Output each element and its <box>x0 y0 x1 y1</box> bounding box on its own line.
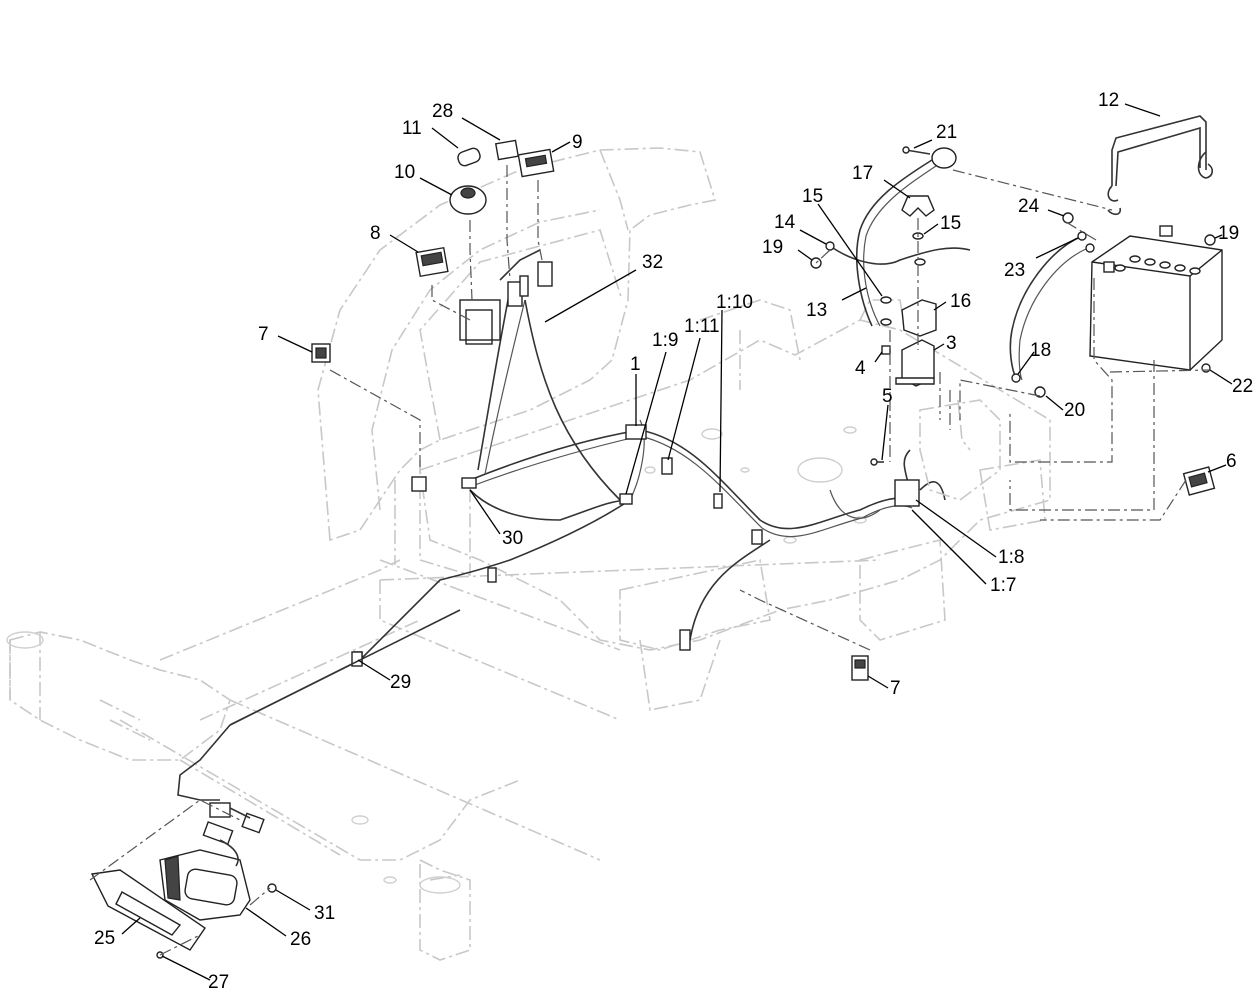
callout-5: 5 <box>882 386 893 407</box>
solenoid-area <box>810 146 1001 501</box>
leader-lines <box>121 103 1233 981</box>
callout-29: 29 <box>390 672 411 693</box>
callout-1-11: 1:11 <box>684 316 720 337</box>
callout-19-right: 19 <box>1218 223 1239 244</box>
callout-24: 24 <box>1018 196 1040 217</box>
callout-19-left: 19 <box>762 237 783 258</box>
callout-15-left: 15 <box>802 186 823 207</box>
callout-1: 1 <box>630 354 641 375</box>
callout-32: 32 <box>642 252 663 273</box>
callout-1-7: 1:7 <box>990 575 1016 596</box>
callout-13: 13 <box>806 300 827 321</box>
callout-8: 8 <box>370 223 381 244</box>
callout-10: 10 <box>394 162 415 183</box>
callout-26: 26 <box>290 929 311 950</box>
callout-18: 18 <box>1030 340 1051 361</box>
chassis-frame <box>6 147 1051 961</box>
light-assembly <box>90 609 461 959</box>
callout-4: 4 <box>855 358 866 379</box>
callout-6: 6 <box>1226 451 1237 472</box>
battery-area <box>1009 115 1223 398</box>
callout-31: 31 <box>314 903 335 924</box>
callout-labels: 12 28 21 11 9 17 10 15 24 19 14 15 8 19 … <box>94 90 1253 993</box>
callout-12: 12 <box>1098 90 1119 111</box>
callout-28: 28 <box>432 101 453 122</box>
callout-11: 11 <box>402 118 422 139</box>
callout-17: 17 <box>852 163 873 184</box>
construction-lines <box>89 165 1211 956</box>
callout-7-left: 7 <box>258 324 269 345</box>
callout-22: 22 <box>1232 376 1253 397</box>
callout-1-10: 1:10 <box>716 292 753 313</box>
callout-23: 23 <box>1004 260 1025 281</box>
callout-1-9: 1:9 <box>652 330 678 351</box>
callout-27: 27 <box>208 972 229 993</box>
callout-30: 30 <box>502 528 523 549</box>
control-panel-parts <box>311 139 1216 681</box>
callout-15-right: 15 <box>940 213 961 234</box>
callout-3: 3 <box>946 333 957 354</box>
callout-7-right: 7 <box>890 678 901 699</box>
callout-16: 16 <box>950 291 971 312</box>
callout-21: 21 <box>936 122 957 143</box>
callout-9: 9 <box>572 132 583 153</box>
callout-1-8: 1:8 <box>998 547 1024 568</box>
callout-20: 20 <box>1064 400 1085 421</box>
callout-25: 25 <box>94 928 115 949</box>
wire-harness <box>177 249 946 801</box>
callout-14: 14 <box>774 212 796 233</box>
